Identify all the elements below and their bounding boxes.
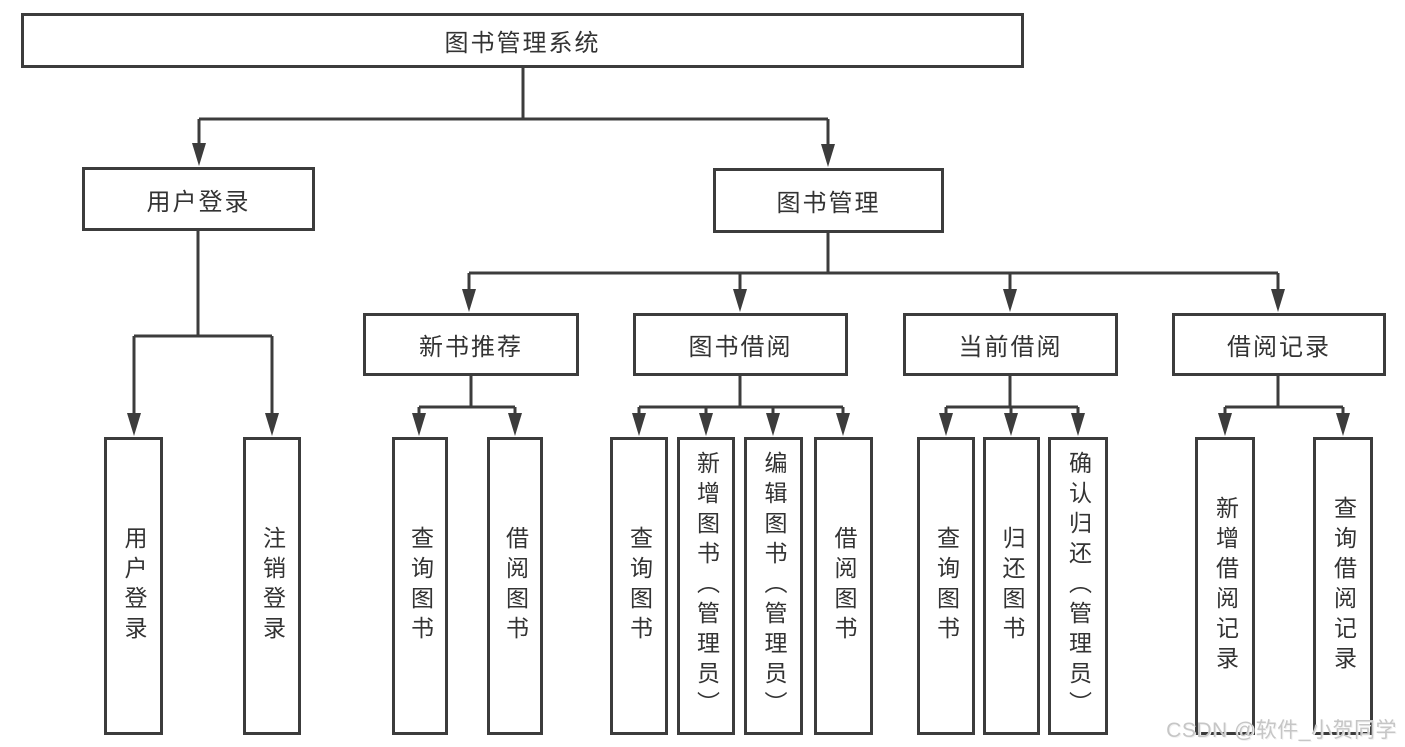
node-book-borrowing: 图书借阅 [633,313,848,376]
node-label: 编辑图书（管理员） [761,451,787,721]
arrowhead [766,413,780,436]
node-label: 注销登录 [259,526,286,646]
node-label: 用户登录 [146,188,251,216]
connector-newbook-to-leaves [412,376,522,436]
arrowhead [1071,413,1085,436]
node-new-book-recommend: 新书推荐 [363,313,579,376]
node-borrowing-records: 借阅记录 [1172,313,1386,376]
arrowhead [821,144,835,167]
arrowhead [836,413,850,436]
leaf-user-login: 用户登录 [104,437,163,735]
node-label: 当前借阅 [958,334,1063,361]
arrowhead [1218,413,1232,436]
node-label: 用户登录 [121,526,147,646]
leaf-query-books: 查询图书 [392,437,448,735]
leaf-borrow-books: 借阅图书 [814,437,873,735]
node-label: 查询图书 [626,526,653,646]
leaf-edit-books-admin: 编辑图书（管理员） [744,437,803,735]
node-label: 图书管理系统 [444,30,601,57]
csdn-watermark: CSDN @软件_小贺同学 [1166,719,1397,742]
node-label: 新增借阅记录 [1212,496,1239,676]
node-label: 新书推荐 [419,334,523,361]
arrowhead [265,413,279,436]
node-label: 借阅图书 [831,526,857,646]
node-label: 查询图书 [933,526,960,646]
leaf-logout: 注销登录 [243,437,301,735]
leaf-confirm-return-admin: 确认归还（管理员） [1048,437,1108,735]
node-library-management-system: 图书管理系统 [21,13,1024,68]
connector-userlogin-to-leaves [127,231,279,436]
leaf-query-books: 查询图书 [917,437,975,735]
arrowhead [412,413,426,436]
arrowhead [632,413,646,436]
node-label: 图书借阅 [688,334,793,361]
arrowhead [1003,289,1017,312]
node-label: 借阅图书 [502,526,529,646]
connector-current-to-leaves [939,376,1085,436]
arrowhead [192,143,206,166]
connector-bookmgmt-to-level3 [462,233,1285,312]
node-current-borrowing: 当前借阅 [903,313,1118,376]
leaf-return-books: 归还图书 [983,437,1040,735]
node-label: 查询借阅记录 [1330,496,1357,676]
leaf-add-borrow-record: 新增借阅记录 [1195,437,1255,735]
arrowhead [1336,413,1350,436]
node-label: 借阅记录 [1227,334,1331,361]
connector-root-to-level2 [192,68,835,167]
node-label: 新增图书（管理员） [693,451,720,721]
arrowhead [699,413,713,436]
arrowhead [1271,289,1285,312]
arrowhead [1004,413,1018,436]
leaf-query-borrow-record: 查询借阅记录 [1313,437,1373,735]
arrowhead [508,413,522,436]
arrowhead [939,413,953,436]
leaf-query-books: 查询图书 [610,437,668,735]
node-book-management: 图书管理 [713,168,944,233]
node-label: 确认归还（管理员） [1065,451,1092,721]
node-label: 查询图书 [407,526,434,646]
arrowhead [127,413,141,436]
leaf-borrow-books: 借阅图书 [487,437,543,735]
node-label: 图书管理 [776,190,881,217]
leaf-add-books-admin: 新增图书（管理员） [677,437,735,735]
connector-records-to-leaves [1218,376,1350,436]
arrowhead [733,289,747,312]
node-user-login: 用户登录 [82,167,315,231]
node-label: 归还图书 [999,526,1025,646]
connector-borrowmodule-to-leaves [632,376,850,436]
arrowhead [462,289,476,312]
